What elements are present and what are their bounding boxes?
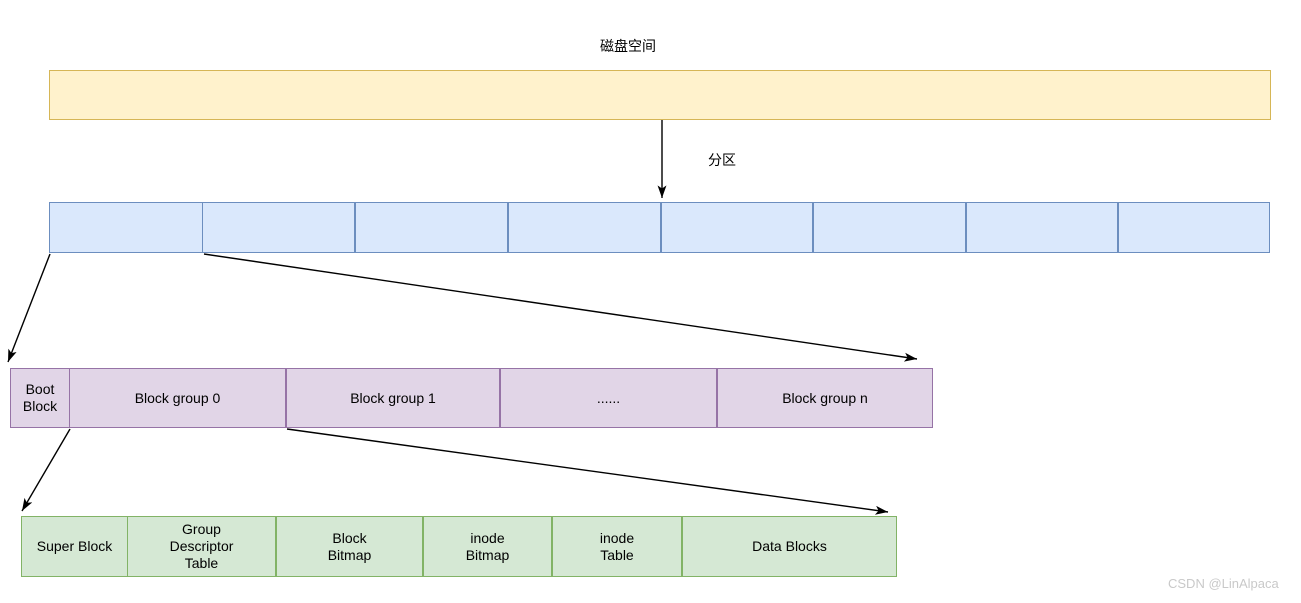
arrow-partition-to-blockgroups-right	[203, 253, 918, 362]
arrow-blockgroup-to-groupblocks-right	[286, 428, 889, 515]
group-block-cell-block-bitmap: Block Bitmap	[276, 516, 423, 577]
group-block-cell-inode-table: inode Table	[552, 516, 682, 577]
partition-cell-1	[202, 202, 355, 253]
partition-cell-2	[355, 202, 508, 253]
arrow-partition-to-blockgroups-left	[7, 253, 51, 363]
block-group-cell-ellipsis: ......	[500, 368, 717, 428]
group-block-cell-group-descriptor-table: Group Descriptor Table	[127, 516, 276, 577]
group-block-cell-super-block: Super Block	[21, 516, 128, 577]
block-group-cell-0: Block group 0	[69, 368, 286, 428]
group-block-cell-data-blocks: Data Blocks	[682, 516, 897, 577]
group-block-cell-inode-bitmap: inode Bitmap	[423, 516, 552, 577]
partition-cell-3	[508, 202, 661, 253]
partition-cell-7	[1118, 202, 1270, 253]
partition-cell-5	[813, 202, 966, 253]
csdn-watermark: CSDN @LinAlpaca	[1168, 576, 1279, 591]
arrow-blockgroup-to-groupblocks-left	[21, 428, 71, 512]
block-group-cell-boot-block: Boot Block	[10, 368, 70, 428]
partition-cell-0	[49, 202, 203, 253]
block-group-cell-n: Block group n	[717, 368, 933, 428]
block-group-cell-1: Block group 1	[286, 368, 500, 428]
partition-cell-4	[661, 202, 813, 253]
disk-space-title: 磁盘空间	[600, 38, 656, 54]
partition-arrow-label: 分区	[708, 152, 736, 168]
disk-space-bar	[49, 70, 1271, 120]
partition-cell-6	[966, 202, 1118, 253]
